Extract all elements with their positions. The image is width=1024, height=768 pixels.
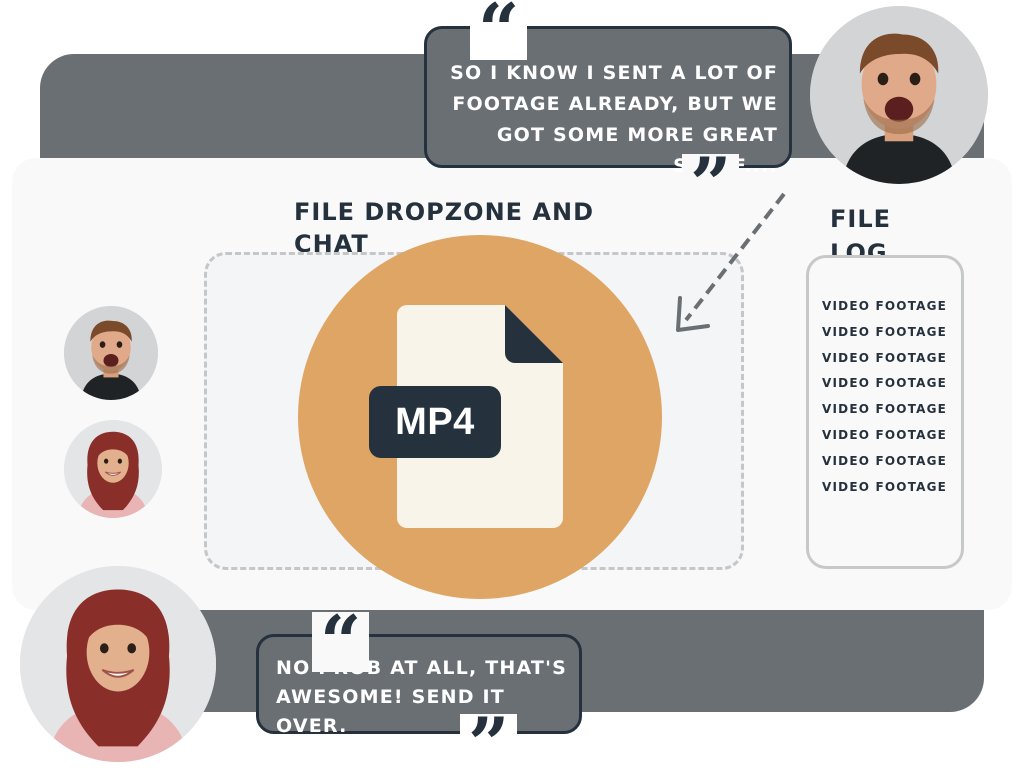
- avatar[interactable]: [64, 420, 162, 518]
- close-quote-icon: ”: [682, 148, 740, 220]
- file-log-item[interactable]: VIDEO FOOTAGE: [822, 453, 948, 468]
- file-log-list: VIDEO FOOTAGE VIDEO FOOTAGE VIDEO FOOTAG…: [822, 294, 958, 500]
- file-log-item[interactable]: VIDEO FOOTAGE: [822, 427, 948, 442]
- file-log-item[interactable]: VIDEO FOOTAGE: [822, 479, 948, 494]
- file-log-item[interactable]: VIDEO FOOTAGE: [822, 324, 948, 339]
- open-quote-icon: “: [312, 606, 370, 678]
- file-log-item[interactable]: VIDEO FOOTAGE: [822, 376, 948, 391]
- chat-bubble-reply: [256, 634, 582, 734]
- man-avatar-icon: [64, 306, 158, 400]
- file-log-item[interactable]: VIDEO FOOTAGE: [822, 402, 948, 417]
- mp4-badge: MP4: [369, 386, 501, 458]
- man-avatar-icon: [810, 6, 988, 184]
- chat-message-sender: SO I KNOW I SENT A LOT OF FOOTAGE ALREAD…: [450, 62, 778, 177]
- avatar[interactable]: [810, 6, 988, 184]
- file-log-item[interactable]: VIDEO FOOTAGE: [822, 350, 948, 365]
- file-log-item[interactable]: VIDEO FOOTAGE: [822, 299, 948, 313]
- file-log-panel: [806, 255, 964, 569]
- avatar[interactable]: [64, 306, 158, 400]
- woman-avatar-icon: [20, 566, 216, 762]
- close-quote-icon: ”: [460, 708, 518, 768]
- arrow-icon: [676, 192, 786, 332]
- woman-avatar-icon: [64, 420, 162, 518]
- avatar[interactable]: [20, 566, 216, 762]
- open-quote-icon: “: [470, 0, 528, 66]
